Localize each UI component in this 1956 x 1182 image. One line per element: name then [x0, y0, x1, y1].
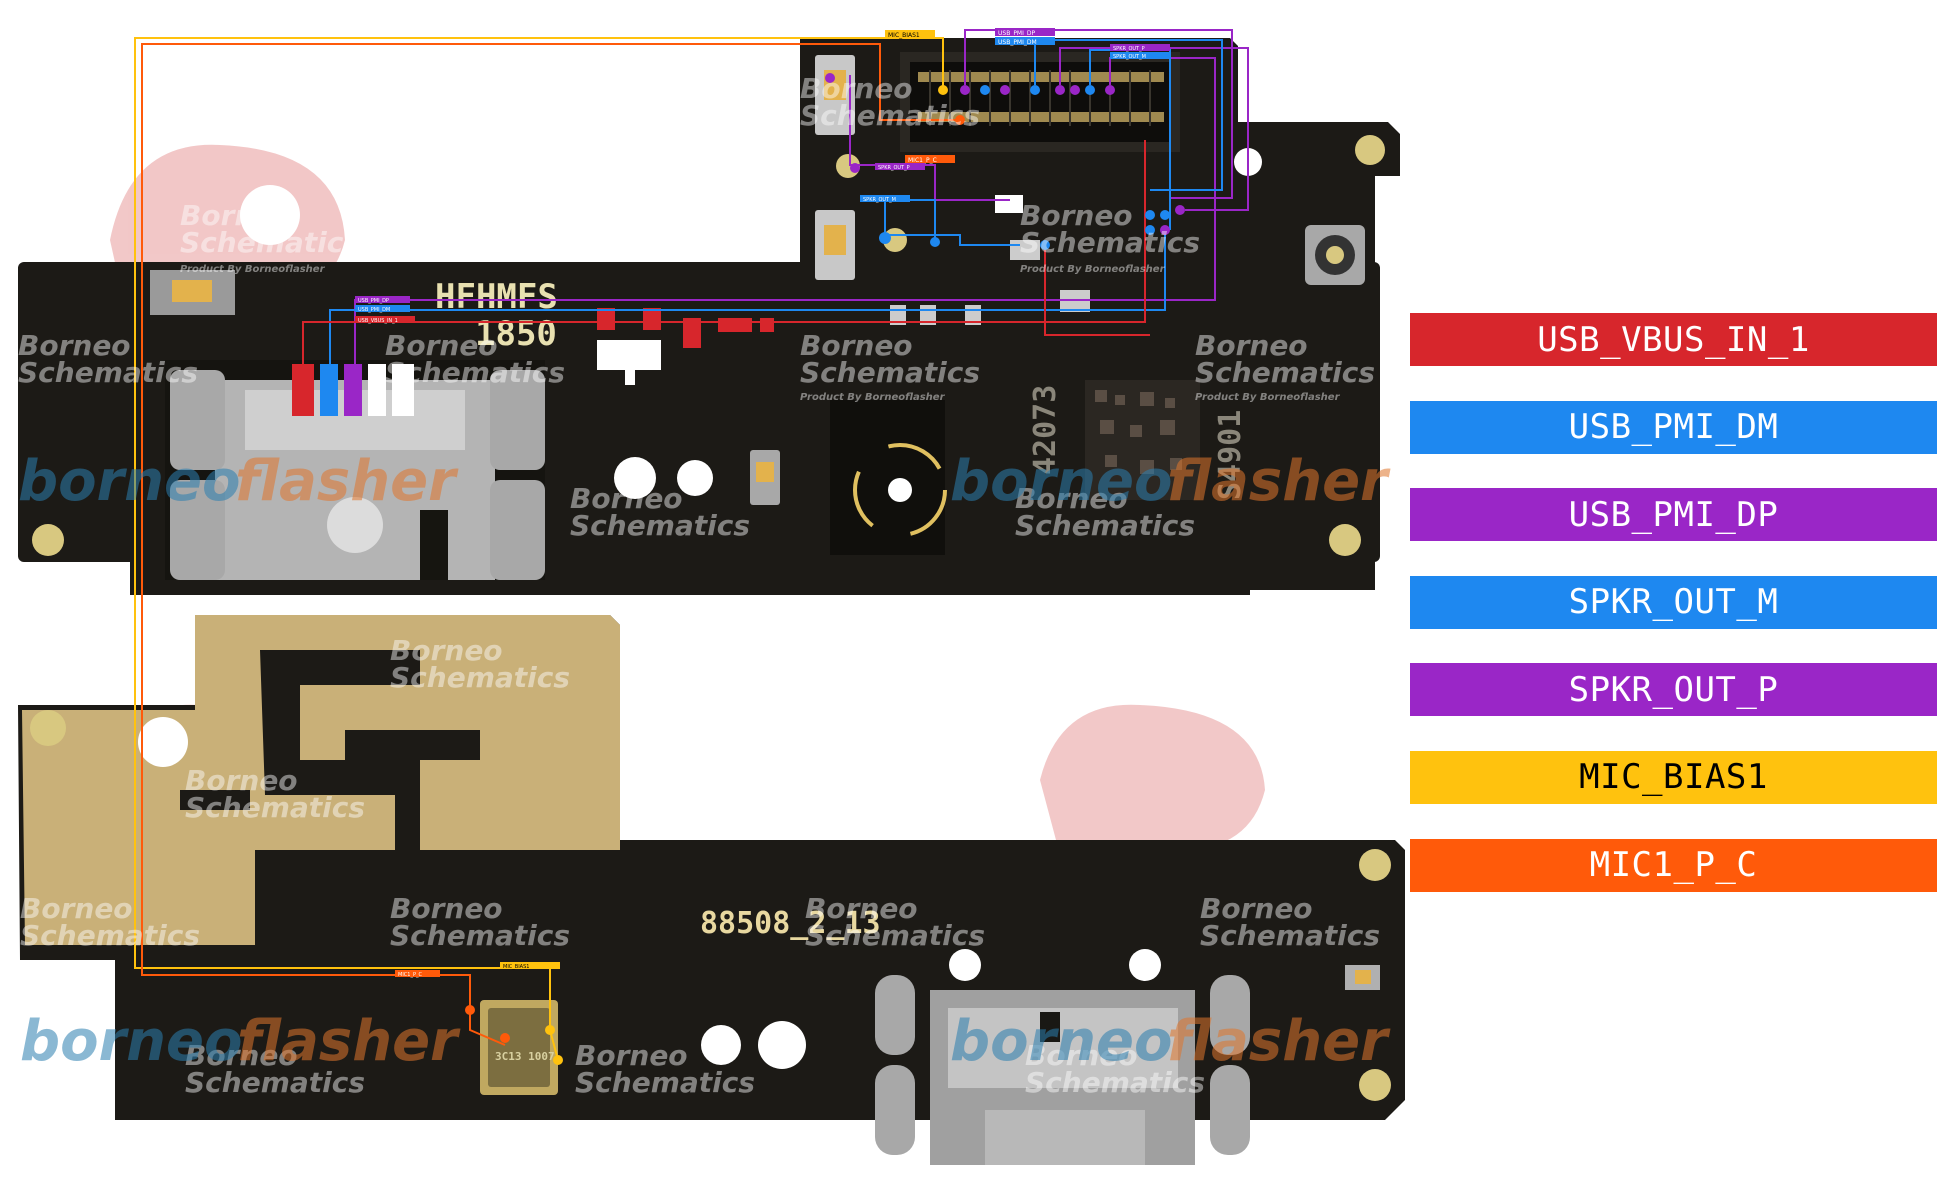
legend-label: MIC1_P_C [1589, 845, 1758, 886]
top-usb-connector [165, 360, 545, 580]
logo-part-1: borneo [18, 449, 241, 514]
legend-label: SPKR_OUT_P [1568, 669, 1779, 710]
wm-brand2: Schematics [575, 1066, 755, 1099]
fpc-connector [900, 52, 1180, 152]
bottom-usb-connector [875, 975, 1250, 1165]
silk-bottom-code: 88508_2_13 [700, 906, 881, 941]
wm-brand: Borneo [570, 482, 683, 515]
bottom-mic-element: 3C13 1007 [480, 1000, 558, 1095]
wm-brand2: Schematics [1015, 509, 1195, 542]
legend-usb-pmi-dm: USB_PMI_DM [1410, 400, 1937, 454]
silk-vertical-2: S4901 [1213, 410, 1248, 500]
wm-brand: Borneo [185, 1039, 298, 1072]
wm-brand2: Schematics [1025, 1066, 1205, 1099]
legend-label: SPKR_OUT_M [1568, 582, 1779, 623]
signal-legend: USB_VBUS_IN_1 USB_PMI_DM USB_PMI_DP SPKR… [1410, 313, 1937, 926]
bottom-board: 3C13 1007 88508_2_13 [18, 615, 1405, 1165]
tag-spkr-p-left: SPKR_OUT_P [878, 165, 910, 171]
wm-brand: Borneo [575, 1039, 688, 1072]
tag-dm-top: USB_PMI_DM [998, 39, 1037, 46]
wm-brand: Borneo [390, 892, 503, 925]
logo-part-2: flasher [1167, 1009, 1391, 1074]
wm-brand2: Schematics [20, 919, 200, 952]
wm-brand: Borneo [1025, 1039, 1138, 1072]
top-mic-element [830, 400, 947, 555]
wm-brand: Borneo [185, 764, 298, 797]
legend-label: USB_PMI_DM [1568, 407, 1779, 448]
tag-usb-dp-left: USB_PMI_DP [358, 298, 389, 304]
logo-part-1: borneo [950, 1009, 1173, 1074]
wm-brand2: Schematics [185, 791, 365, 824]
tag-usb-dm-left: USB_PMI_DM [358, 307, 390, 313]
wm-product: Product By Borneoflasher [1195, 392, 1341, 403]
borneoflasher-logos: borneo flasher borneo flasher borneo fla… [18, 449, 1391, 1074]
antenna-connector [1305, 225, 1365, 285]
silk-board-date: 1850 [475, 314, 557, 354]
wm-brand2: Schematics [180, 226, 360, 259]
wm-product: Product By Borneoflasher [180, 264, 326, 275]
pin-label-tags: MIC_BIAS1 USB_PMI_DP USB_PMI_DM SPKR_OUT… [355, 28, 1170, 978]
legend-label: USB_PMI_DP [1568, 494, 1779, 535]
wm-brand: Borneo [800, 329, 913, 362]
tag-spkr-m: SPKR_OUT_M [1113, 54, 1146, 60]
wm-brand: Borneo [1200, 892, 1313, 925]
wm-brand: Borneo [1020, 199, 1133, 232]
wm-brand2: Schematics [390, 661, 570, 694]
wm-brand2: Schematics [1195, 356, 1375, 389]
wm-brand2: Schematics [185, 1066, 365, 1099]
wm-brand: Borneo [1015, 482, 1128, 515]
wm-brand2: Schematics [390, 919, 570, 952]
tag-mic-p-bottom: MIC1_P_C [398, 972, 422, 978]
wm-brand2: Schematics [18, 356, 198, 389]
legend-label: USB_VBUS_IN_1 [1537, 319, 1810, 360]
wm-brand: Borneo [180, 199, 293, 232]
tag-dp-top: USB_PMI_DP [998, 30, 1036, 37]
tag-mic-p: MIC1_P_C [908, 157, 937, 164]
wm-brand: Borneo [390, 634, 503, 667]
logo-part-2: flasher [237, 1009, 461, 1074]
top-board: HFHMFS 1850 42073 S4901 [18, 38, 1400, 595]
legend-usb-vbus-in-1: USB_VBUS_IN_1 [1410, 313, 1937, 366]
wm-brand: Borneo [20, 892, 133, 925]
wm-brand2: Schematics [800, 356, 980, 389]
legend-mic-bias1: MIC_BIAS1 [1410, 750, 1937, 804]
logo-part-1: borneo [20, 1009, 243, 1074]
wm-brand: Borneo [385, 329, 498, 362]
wm-brand2: Schematics [800, 99, 980, 132]
logo-part-2: flasher [1167, 449, 1391, 514]
trace-dots [465, 73, 1185, 1065]
wm-brand2: Schematics [385, 356, 565, 389]
usb-pin-highlights [292, 364, 414, 416]
wm-brand: Borneo [800, 72, 913, 105]
legend-usb-pmi-dp: USB_PMI_DP [1410, 488, 1937, 542]
watermarks: Borneo Schematics Borneo Schematics Born… [18, 72, 1380, 1099]
wm-brand: Borneo [1195, 329, 1308, 362]
wm-product: Product By Borneoflasher [800, 392, 946, 403]
wm-brand: Borneo [805, 892, 918, 925]
wm-brand: Borneo [18, 329, 131, 362]
logo-part-2: flasher [235, 449, 459, 514]
logo-part-1: borneo [950, 449, 1173, 514]
tag-vbus-left: USB_VBUS_IN_1 [358, 318, 398, 324]
legend-spkr-out-p: SPKR_OUT_P [1410, 663, 1937, 717]
legend-mic1-p-c: MIC1_P_C [1410, 838, 1937, 892]
wm-brand2: Schematics [1200, 919, 1380, 952]
wm-brand2: Schematics [570, 509, 750, 542]
silk-vertical-1: 42073 [1028, 385, 1063, 475]
tag-mic-bias-top: MIC_BIAS1 [888, 32, 920, 39]
tag-mic-bias-bottom: MIC_BIAS1 [503, 964, 529, 970]
legend-spkr-out-m: SPKR_OUT_M [1410, 575, 1937, 629]
wm-product: Product By Borneoflasher [1020, 264, 1166, 275]
wm-brand2: Schematics [1020, 226, 1200, 259]
wm-brand2: Schematics [805, 919, 985, 952]
tag-spkr-m-left: SPKR_OUT_M [863, 197, 896, 203]
tag-spkr-p: SPKR_OUT_P [1113, 46, 1145, 52]
legend-label: MIC_BIAS1 [1579, 757, 1768, 798]
mic-chip-text: 3C13 1007 [495, 1050, 555, 1063]
